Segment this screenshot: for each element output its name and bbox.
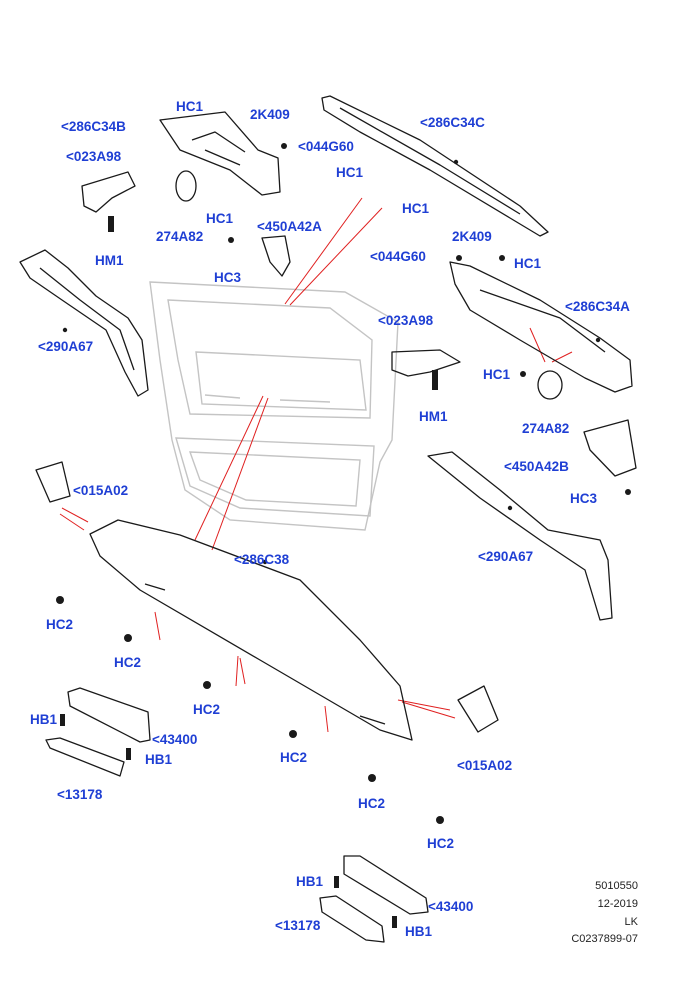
label-hc1: HC1 [483,367,511,382]
label-13178: <13178 [57,787,103,802]
label-286c34c: <286C34C [420,115,485,130]
label-023a98: <023A98 [378,313,434,328]
label-274a82: 274A82 [522,421,570,436]
pointer-lines [59,197,573,733]
label-43400: <43400 [152,732,198,747]
label-044g60: <044G60 [298,139,354,154]
label-015a02: <015A02 [457,758,513,773]
label-13178: <13178 [275,918,321,933]
label-450a42b: <450A42B [504,459,569,474]
label-hb1: HB1 [405,924,433,939]
label-023a98: <023A98 [66,149,122,164]
label-hc2: HC2 [193,702,221,717]
label-286c34b: <286C34B [61,119,126,134]
label-hc1: HC1 [206,211,234,226]
label-2k409: 2K409 [452,229,492,244]
label-hc2: HC2 [427,836,455,851]
label-hb1: HB1 [296,874,324,889]
reference-number: 5010550 [595,880,638,892]
fasteners [56,143,631,928]
label-hb1: HB1 [145,752,173,767]
label-hb1: HB1 [30,712,58,727]
label-hc2: HC2 [358,796,386,811]
reference-date: 12-2019 [597,898,638,910]
label-hc1: HC1 [336,165,364,180]
leader-dots [62,159,601,565]
reference-id: C0237899-07 [571,933,638,945]
label-hc3: HC3 [570,491,598,506]
label-hc1: HC1 [176,99,204,114]
label-hc2: HC2 [114,655,142,670]
label-43400: <43400 [428,899,474,914]
label-286c38: <286C38 [234,552,290,567]
label-hc3: HC3 [214,270,242,285]
label-044g60: <044G60 [370,249,426,264]
part-outlines [19,95,637,943]
label-hm1: HM1 [95,253,124,268]
label-2k409: 2K409 [250,107,290,122]
label-274a82: 274A82 [156,229,204,244]
label-hm1: HM1 [419,409,448,424]
label-hc2: HC2 [280,750,308,765]
tailgate-outline [149,281,399,531]
reference-code: LK [624,916,638,928]
label-290a67: <290A67 [38,339,94,354]
label-286c34a: <286C34A [565,299,630,314]
label-290a67: <290A67 [478,549,534,564]
label-015a02: <015A02 [73,483,129,498]
label-hc1: HC1 [514,256,542,271]
label-hc2: HC2 [46,617,74,632]
label-450a42a: <450A42A [257,219,322,234]
label-hc1: HC1 [402,201,430,216]
